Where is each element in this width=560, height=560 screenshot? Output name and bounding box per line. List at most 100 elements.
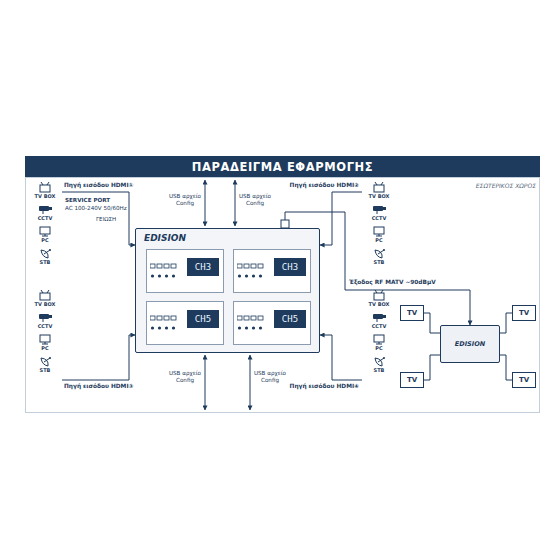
source-label: TV BOX	[35, 193, 56, 199]
edge-label: Πηγή εισόδου HDMI①	[64, 182, 140, 189]
source-icon	[37, 334, 53, 345]
source-label: STB	[374, 367, 385, 373]
edge-label: Πηγή εισόδου HDMI④	[282, 383, 359, 390]
source-label: STB	[40, 259, 51, 265]
module-box: CH5	[146, 301, 224, 345]
source-item: CCTV	[371, 204, 387, 226]
source-item: TV BOX	[369, 290, 390, 312]
source-label: PC	[41, 237, 48, 243]
source-item: PC	[371, 226, 387, 248]
source-group: TV BOX CCTV PC STB	[28, 290, 62, 378]
source-icon	[371, 204, 387, 215]
source-label: STB	[374, 259, 385, 265]
tv-label: TV	[407, 376, 417, 384]
port-label: AC 100-240V 50/60Hz	[65, 205, 127, 212]
source-icon	[371, 334, 387, 345]
usb-label: USB αρχείο Config	[168, 370, 202, 384]
port-label: SERVICE PORT	[65, 197, 123, 204]
source-item: STB	[37, 248, 53, 270]
source-item: PC	[37, 334, 53, 356]
source-label: TV BOX	[369, 301, 390, 307]
source-label: PC	[375, 237, 382, 243]
usb-label: USB αρχείο Config	[168, 193, 202, 207]
module-buttons	[237, 262, 267, 282]
module-box: CH3	[233, 249, 311, 293]
source-item: CCTV	[37, 204, 53, 226]
edge-label: Πηγή εισόδου HDMI②	[282, 182, 359, 189]
tv-label: TV	[519, 309, 529, 317]
source-icon	[37, 290, 53, 301]
module-display: CH3	[274, 258, 306, 276]
source-item: TV BOX	[35, 290, 56, 312]
source-icon	[371, 248, 387, 259]
source-item: STB	[371, 356, 387, 378]
usb-label: USB αρχείο Config	[253, 370, 287, 384]
source-group: TV BOX CCTV PC STB	[28, 182, 62, 270]
hdmi-cable	[62, 192, 135, 245]
source-label: STB	[40, 367, 51, 373]
splitter-brand: EDISION	[455, 340, 485, 348]
rf-connector	[281, 220, 289, 228]
tv-label: TV	[519, 376, 529, 384]
coax-cable	[500, 313, 512, 333]
source-icon	[37, 312, 53, 323]
source-group: TV BOX CCTV PC STB	[362, 182, 396, 270]
source-icon	[37, 226, 53, 237]
edge-label: Πηγή εισόδου HDMI③	[64, 383, 140, 390]
tv-box: TV	[512, 305, 536, 321]
module-display: CH5	[274, 310, 306, 328]
source-label: PC	[375, 345, 382, 351]
coax-cable	[500, 355, 512, 380]
display-text: CH5	[282, 314, 298, 324]
area-label: ΕΣΩΤΕΡΙΚΟΣ ΧΩΡΟΣ	[440, 182, 536, 189]
source-icon	[371, 226, 387, 237]
indoor-frame	[26, 178, 540, 413]
source-label: PC	[41, 345, 48, 351]
display-text: CH5	[195, 314, 211, 324]
source-icon	[37, 248, 53, 259]
title-bar: ΠΑΡΑΔΕΙΓΜΑ ΕΦΑΡΜΟΓΗΣ	[25, 156, 540, 177]
source-icon	[371, 356, 387, 367]
source-label: CCTV	[38, 215, 53, 221]
module-box: CH3	[146, 249, 224, 293]
display-text: CH3	[282, 262, 298, 272]
source-icon	[37, 204, 53, 215]
hdmi-cable	[320, 192, 362, 245]
source-item: STB	[37, 356, 53, 378]
hdmi-cable	[320, 335, 362, 380]
module-buttons	[237, 314, 267, 334]
coax-cable	[424, 355, 440, 380]
module-buttons	[150, 262, 180, 282]
source-item: PC	[371, 334, 387, 356]
tv-box: TV	[512, 372, 536, 388]
source-icon	[371, 290, 387, 301]
hdmi-cable	[62, 335, 135, 380]
module-box: CH5	[233, 301, 311, 345]
source-item: TV BOX	[35, 182, 56, 204]
source-item: PC	[37, 226, 53, 248]
source-label: TV BOX	[35, 301, 56, 307]
source-label: TV BOX	[369, 193, 390, 199]
source-icon	[371, 182, 387, 193]
source-icon	[371, 312, 387, 323]
modulator-box: EDISIONCH3CH3CH5CH5	[135, 228, 320, 353]
tv-box: TV	[400, 305, 424, 321]
edge-label: Έξοδος RF MATV ~90dBμV	[349, 279, 444, 286]
source-label: CCTV	[372, 215, 387, 221]
source-item: TV BOX	[369, 182, 390, 204]
source-group: TV BOX CCTV PC STB	[362, 290, 396, 378]
source-label: CCTV	[372, 323, 387, 329]
tv-label: TV	[407, 309, 417, 317]
source-item: CCTV	[37, 312, 53, 334]
usb-label: USB αρχείο Config	[238, 193, 272, 207]
source-item: STB	[371, 248, 387, 270]
source-icon	[37, 182, 53, 193]
splitter-box: EDISION	[440, 325, 500, 363]
source-icon	[37, 356, 53, 367]
source-item: CCTV	[371, 312, 387, 334]
display-text: CH3	[195, 262, 211, 272]
module-display: CH5	[187, 310, 219, 328]
module-display: CH3	[187, 258, 219, 276]
